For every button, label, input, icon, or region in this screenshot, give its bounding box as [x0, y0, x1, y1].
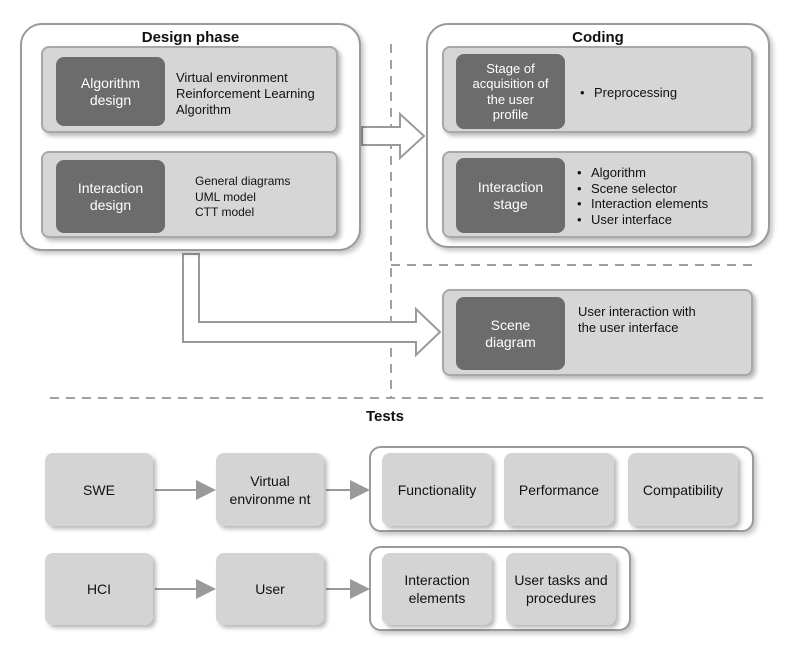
user-box: User	[216, 553, 324, 625]
scene-diagram-panel: Scene diagram User interaction with the …	[442, 289, 753, 376]
user-tasks-box: User tasks and procedures	[506, 553, 616, 625]
bullet-item: Algorithm	[577, 165, 708, 181]
bullet-item: User interface	[577, 212, 708, 228]
interaction-design-details: General diagrams UML model CTT model	[195, 174, 291, 219]
scene-diagram-label: Scene diagram	[456, 297, 565, 370]
design-phase-title: Design phase	[141, 29, 240, 46]
algorithm-design-details: Virtual environment Reinforcement Learni…	[176, 70, 315, 117]
virtual-environment-box: Virtual environme nt	[216, 453, 324, 526]
acquisition-stage-items: Preprocessing	[580, 85, 677, 101]
scene-diagram-details: User interaction with the user interface	[578, 304, 696, 335]
interaction-design-label: Interaction design	[56, 160, 165, 233]
compatibility-box: Compatibility	[628, 453, 738, 526]
tests-title: Tests	[365, 408, 405, 425]
interaction-design-panel: Interaction design General diagrams UML …	[41, 151, 338, 238]
bullet-item: Scene selector	[577, 181, 708, 197]
swe-box: SWE	[45, 453, 153, 526]
design-to-coding-arrow	[361, 111, 426, 161]
hci-box: HCI	[45, 553, 153, 625]
interaction-stage-panel: Interaction stage AlgorithmScene selecto…	[442, 151, 753, 238]
performance-box: Performance	[504, 453, 614, 526]
algorithm-design-label: Algorithm design	[56, 57, 165, 126]
interaction-elements-box: Interaction elements	[382, 553, 492, 625]
algorithm-design-panel: Algorithm design Virtual environment Rei…	[41, 46, 338, 133]
acquisition-stage-label: Stage of acquisition of the user profile	[456, 54, 565, 129]
design-to-scene-arrow	[182, 253, 442, 358]
coding-title: Coding	[572, 29, 624, 46]
functionality-box: Functionality	[382, 453, 492, 526]
interaction-stage-items: AlgorithmScene selectorInteraction eleme…	[577, 165, 708, 227]
acquisition-stage-panel: Stage of acquisition of the user profile…	[442, 46, 753, 133]
bullet-item: Preprocessing	[580, 85, 677, 101]
interaction-stage-label: Interaction stage	[456, 158, 565, 233]
bullet-item: Interaction elements	[577, 196, 708, 212]
